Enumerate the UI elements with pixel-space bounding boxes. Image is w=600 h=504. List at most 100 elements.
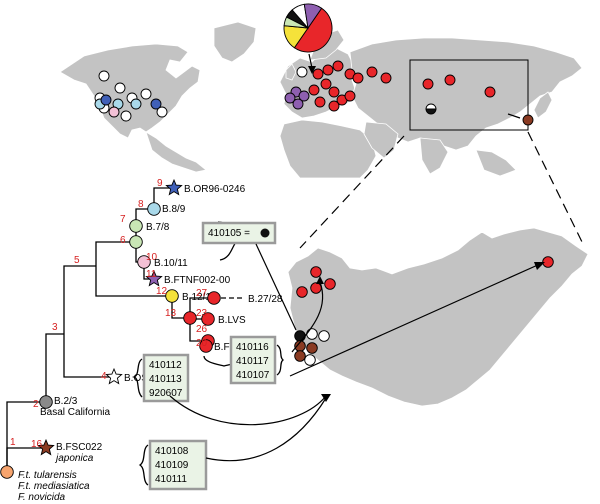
node-root — [0, 465, 14, 479]
node-label-n16-1: japonica — [54, 453, 94, 464]
box-japonica-brace — [138, 444, 149, 486]
africa — [279, 119, 377, 179]
box-osu-line-1: 410113 — [149, 374, 182, 385]
world-marker-16 — [284, 92, 296, 104]
china-marker-2 — [310, 282, 322, 294]
world-marker-32 — [344, 90, 356, 102]
node-number-n10: 10 — [146, 252, 158, 263]
box-china-line-2: 410107 — [236, 370, 270, 381]
pie-arrow-head — [308, 66, 316, 74]
node-label-n9-0: B.OR96-0246 — [184, 184, 246, 195]
node-n12 — [165, 289, 179, 303]
zoom-line-left — [299, 135, 405, 249]
node-number-n7: 7 — [120, 214, 126, 225]
branch-n16 — [6, 447, 46, 472]
branch-n6 — [95, 241, 136, 266]
north-america — [59, 43, 201, 139]
world-map — [59, 21, 585, 249]
box-japonica-line-1: 410109 — [155, 460, 189, 471]
node-number-n11: 11 — [146, 269, 157, 280]
node-n20 — [199, 339, 213, 353]
branch-n4 — [63, 334, 114, 378]
world-marker-17 — [298, 90, 310, 102]
branch-n12 — [95, 266, 172, 297]
world-marker-28 — [328, 86, 340, 98]
box-osu: 410112 410113 920607 — [131, 353, 190, 403]
world-marker-34 — [444, 74, 456, 86]
arrow-head-up — [316, 276, 324, 284]
world-marker-27 — [320, 78, 332, 90]
node-label-root-0: F.t. tularensis — [18, 470, 77, 481]
box-japonica-frame — [148, 439, 208, 491]
node-number-n2: 2 — [33, 399, 39, 410]
node-number-n27: 27 — [196, 288, 208, 299]
se-asia — [475, 149, 517, 177]
branch-n9 — [153, 187, 174, 209]
arrow-head-center — [321, 394, 331, 402]
node-number-n5: 5 — [74, 255, 80, 266]
arrow-japonica — [205, 397, 327, 462]
node-number-n4: 4 — [101, 371, 107, 382]
arrow-china-ne — [289, 263, 541, 377]
arrow-head-ne — [534, 262, 545, 270]
node-number-n3: 3 — [52, 322, 58, 333]
box-china-brace — [276, 344, 285, 376]
node-label-n2-1: Basal California — [40, 407, 110, 418]
node-n6 — [129, 235, 143, 249]
central-america — [145, 131, 207, 173]
arabia — [363, 121, 399, 159]
zoom-line-right — [527, 131, 585, 247]
world-marker-25 — [366, 66, 378, 78]
box-410105: 410105 = — [201, 221, 277, 245]
node-n27 — [207, 291, 221, 305]
box-osu-line-0: 410112 — [149, 360, 182, 371]
node-number-n9: 9 — [157, 178, 163, 189]
box-china-frame — [229, 335, 277, 385]
china-marker-0 — [310, 266, 322, 278]
world-marker-11 — [150, 98, 162, 110]
india — [419, 137, 449, 175]
node-label-n16-0: B.FSC022 — [56, 442, 103, 453]
pie-chart — [283, 3, 333, 53]
node-number-n13: 13 — [165, 308, 177, 319]
china-selection-box — [409, 59, 529, 131]
node-n13 — [183, 311, 197, 325]
china-map — [287, 227, 589, 407]
world-marker-36 — [522, 114, 534, 126]
node-number-n12: 12 — [156, 286, 168, 297]
china-marker-4 — [294, 330, 306, 342]
box-osu-line-2: 920607 — [149, 388, 183, 399]
world-marker-26 — [380, 72, 392, 84]
node-label-n12-0: B.12/13 — [182, 292, 217, 303]
node-n9-star — [165, 178, 183, 196]
node-n10 — [137, 255, 151, 269]
world-marker-35 — [484, 86, 496, 98]
world-marker-19 — [308, 84, 320, 96]
world-marker-13 — [156, 106, 168, 118]
node-label-root-1: F.t. mediasiatica — [18, 481, 90, 492]
pie-slice-5 — [303, 3, 323, 30]
british-isles — [285, 63, 297, 81]
tree-branches — [6, 187, 214, 472]
world-marker-9 — [130, 98, 142, 110]
node-number-n23: 23 — [196, 308, 208, 319]
box-china-line-0: 410116 — [236, 342, 269, 353]
node-label-n23-0: B.LVS — [218, 315, 246, 326]
world-marker-20 — [312, 68, 324, 80]
strain-boxes: 410105 =41011241011392060741011641011741… — [131, 221, 285, 491]
pie-slice-0 — [293, 7, 333, 53]
china-marker-10 — [304, 354, 316, 366]
world-marker-china-half-black — [425, 108, 437, 115]
node-label-n11-0: B.FTNF002-00 — [164, 275, 231, 286]
greenland — [213, 21, 257, 63]
china-markers — [294, 256, 554, 366]
node-n16-star — [37, 438, 55, 456]
china-marker-8 — [306, 342, 318, 354]
japan — [533, 91, 553, 119]
box-osu-frame — [142, 353, 190, 403]
box-410105-black-dot — [260, 228, 270, 238]
china-outline — [287, 227, 589, 407]
